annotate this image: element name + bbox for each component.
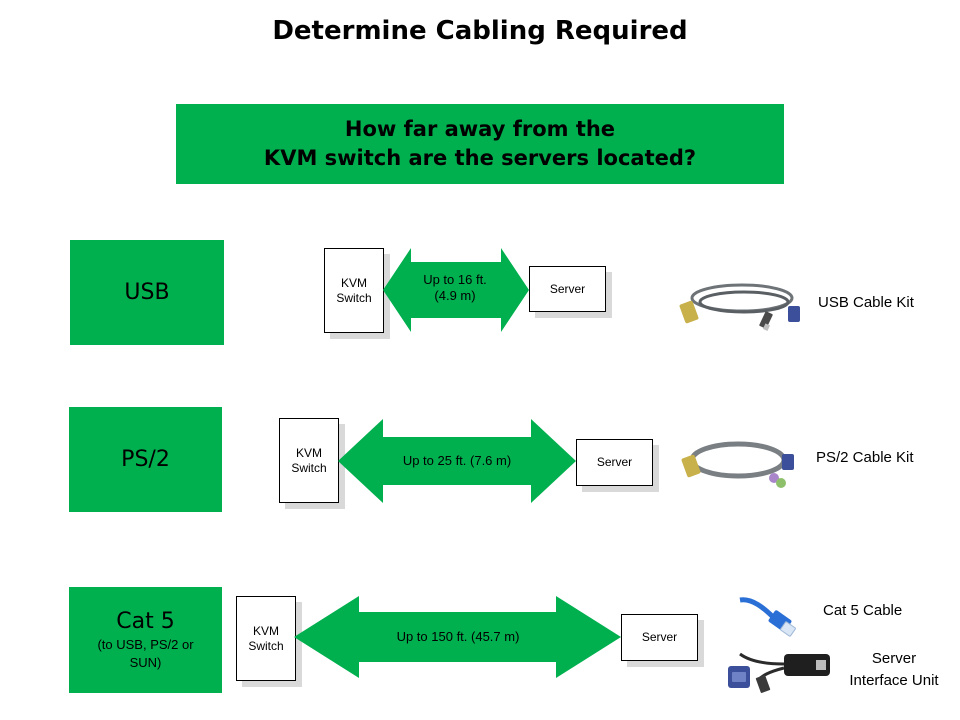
usb-cable-kit-label: USB Cable Kit bbox=[818, 294, 914, 311]
ps2-kvm-label-line2: Switch bbox=[291, 460, 327, 475]
cat5-category-label: Cat 5 bbox=[116, 608, 175, 634]
ps2-distance-label: Up to 25 ft. (7.6 m) bbox=[402, 453, 512, 468]
usb-kvm-label-line1: KVM bbox=[340, 275, 367, 290]
usb-cable-kit-icon bbox=[679, 283, 800, 331]
cat5-kvm-switch-box: KVM Switch bbox=[236, 596, 296, 681]
cat5-kvm-label-line2: Switch bbox=[248, 638, 284, 653]
usb-server-box: Server bbox=[529, 266, 606, 312]
usb-kvm-label-line2: Switch bbox=[336, 290, 372, 305]
cat5-sublabel-line2: SUN) bbox=[129, 654, 162, 670]
sip-label-line1: Server bbox=[871, 650, 917, 667]
server-interface-unit-icon bbox=[728, 652, 830, 693]
usb-category-label: USB bbox=[124, 280, 170, 305]
sip-label-line2: Interface Unit bbox=[849, 672, 939, 689]
question-line-1: How far away from the bbox=[344, 117, 616, 141]
cat5-kvm-label-line1: KVM bbox=[252, 623, 279, 638]
ps2-kvm-label-line1: KVM bbox=[295, 445, 322, 460]
ps2-server-box: Server bbox=[576, 439, 653, 486]
question-line-2: KVM switch are the servers located? bbox=[263, 146, 697, 170]
question-banner: How far away from the KVM switch are the… bbox=[176, 104, 784, 184]
usb-distance-arrow bbox=[383, 248, 529, 332]
usb-server-label: Server bbox=[549, 281, 586, 296]
ps2-cable-kit-label: PS/2 Cable Kit bbox=[816, 449, 914, 466]
ps2-distance-arrow bbox=[338, 419, 576, 503]
cat5-cable-icon bbox=[739, 597, 796, 637]
ps2-cable-kit-icon bbox=[681, 441, 794, 488]
usb-kvm-switch-box: KVM Switch bbox=[324, 248, 384, 333]
cat5-server-label: Server bbox=[641, 630, 678, 644]
ps2-category-label: PS/2 bbox=[121, 447, 170, 472]
cat5-sublabel-line1: (to USB, PS/2 or bbox=[97, 636, 194, 652]
cat5-category-sublabel: (to USB, PS/2 or SUN) bbox=[97, 636, 193, 672]
usb-distance-label: Up to 16 ft. (4.9 m) bbox=[405, 272, 505, 304]
ps2-server-label: Server bbox=[596, 455, 633, 469]
usb-distance-line2: (4.9 m) bbox=[434, 288, 476, 303]
usb-category-box: USB bbox=[70, 240, 224, 345]
ps2-category-box: PS/2 bbox=[69, 407, 222, 512]
ps2-kvm-switch-box: KVM Switch bbox=[279, 418, 339, 503]
cat5-distance-arrow bbox=[294, 596, 621, 678]
cat5-server-box: Server bbox=[621, 614, 698, 661]
cat5-distance-label: Up to 150 ft. (45.7 m) bbox=[396, 629, 520, 644]
usb-distance-line1: Up to 16 ft. bbox=[423, 272, 487, 287]
cat5-category-box: Cat 5 (to USB, PS/2 or SUN) bbox=[69, 587, 222, 693]
server-interface-unit-label: Server Interface Unit bbox=[836, 648, 952, 692]
page-title: Determine Cabling Required bbox=[272, 16, 688, 46]
cat5-cable-label: Cat 5 Cable bbox=[823, 602, 903, 619]
